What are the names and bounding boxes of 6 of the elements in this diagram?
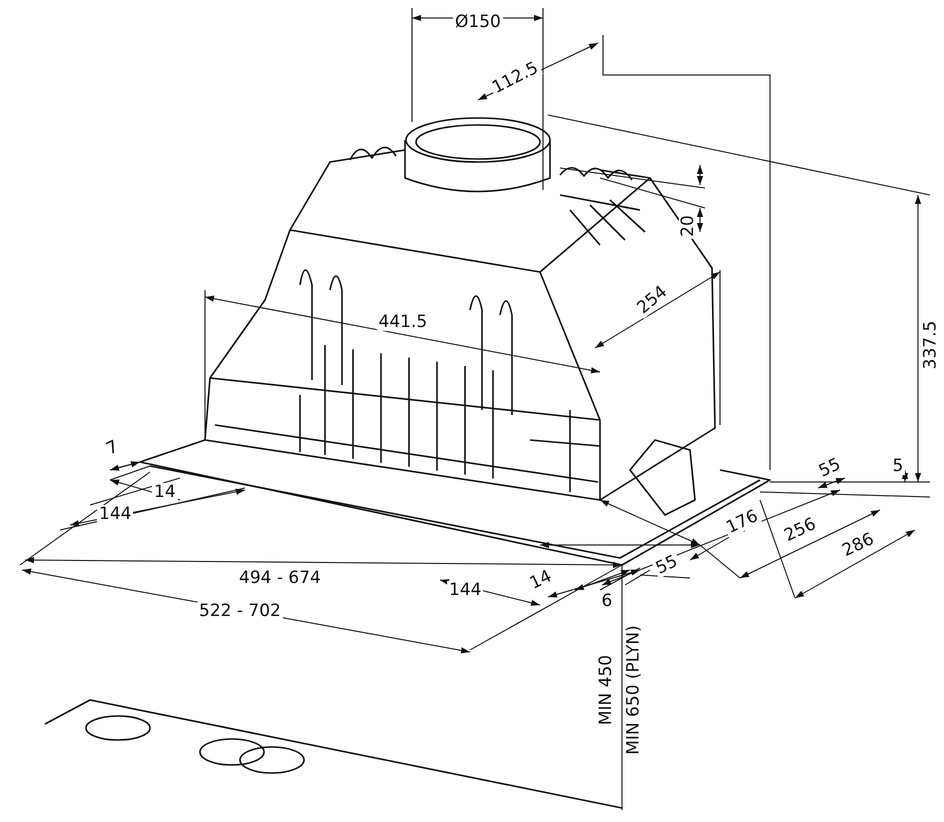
dimension-label: Ø150 [453, 13, 503, 31]
dimension-label: 144 [97, 505, 134, 523]
dimension-label: 20 [678, 213, 697, 239]
dimension-label: 14 [152, 483, 178, 501]
dimension-label: 522 - 702 [197, 602, 283, 620]
dimension-label: 5 [890, 457, 906, 475]
